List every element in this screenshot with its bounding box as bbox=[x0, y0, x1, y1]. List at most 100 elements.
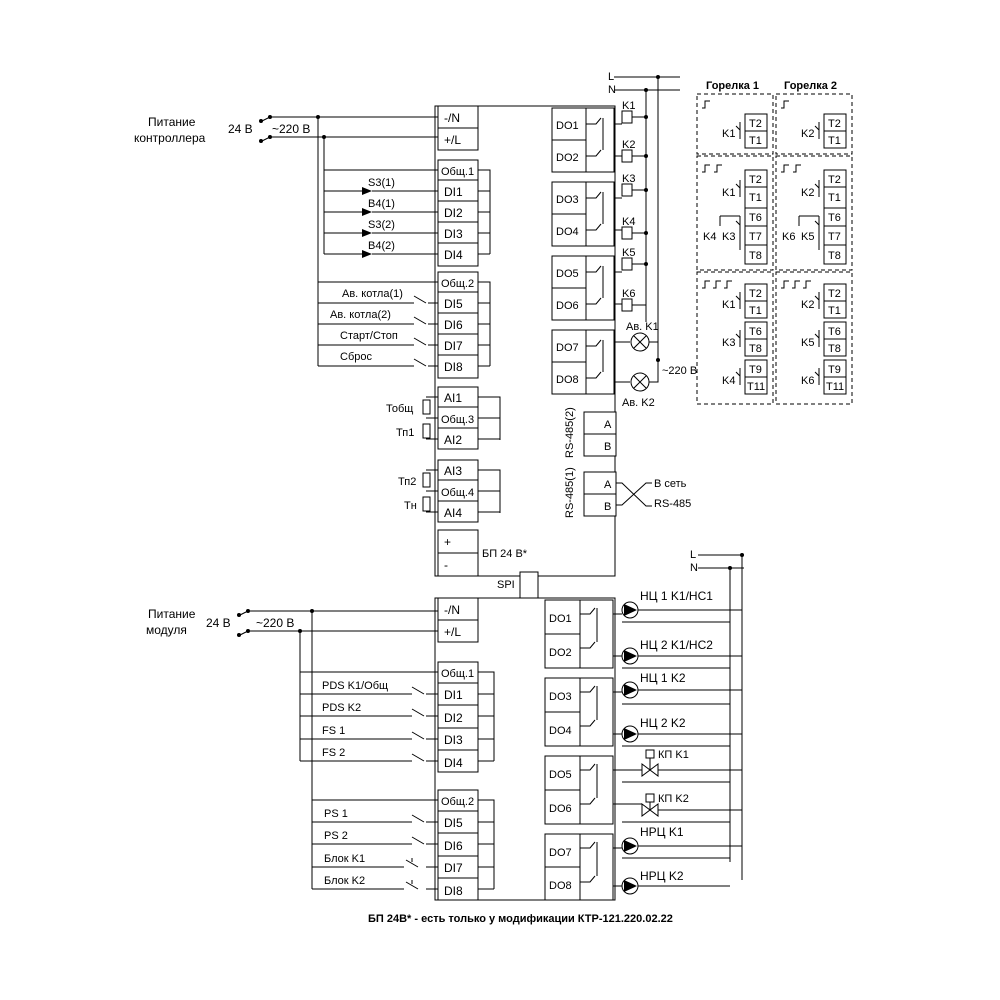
mod-di1: DI1 bbox=[444, 688, 463, 702]
pump-nrc-k2 bbox=[621, 877, 639, 895]
b2s3-t2: T2 bbox=[828, 288, 841, 300]
mod-di6: DI6 bbox=[444, 839, 463, 853]
relay-label-k5: K5 bbox=[622, 247, 635, 259]
ctrl-do3: DO3 bbox=[556, 194, 579, 206]
b2s2-t1: T1 bbox=[828, 192, 841, 204]
relay-label-k2: K2 bbox=[622, 139, 635, 151]
module-power-supply: Питание модуля 24 В ~220 В bbox=[146, 607, 438, 801]
b1s3-k4: K4 bbox=[722, 375, 735, 387]
ctrl-di-wiring: S3(1) B4(1) S3(2) B4(2) Ав. котла(1) Ав.… bbox=[317, 170, 438, 367]
ctrl-di2-common: Общ.2 bbox=[441, 278, 474, 290]
ctrl-line-n: N bbox=[608, 84, 616, 96]
ctrl-do5: DO5 bbox=[556, 268, 579, 280]
ctrl-relay-outputs: L N bbox=[608, 71, 697, 409]
burner2-stage1: T2 T1 K2 bbox=[801, 113, 847, 149]
b1s2-t8: T8 bbox=[749, 250, 762, 262]
b1s1-t2: T2 bbox=[749, 118, 762, 130]
network-label-2: RS-485 bbox=[654, 498, 691, 510]
controller-unit: -/N +/L Общ.1 DI1 DI2 DI3 DI4 Общ.2 DI5 … bbox=[434, 105, 691, 577]
relay-label-k1: K1 bbox=[622, 100, 635, 112]
b1s3-t6: T6 bbox=[749, 326, 762, 338]
mod-voltage-dc: 24 В bbox=[206, 616, 231, 630]
stage3-pulse-icon bbox=[702, 280, 811, 289]
mod-di-block-k1: Блок K1 bbox=[324, 853, 365, 865]
ctrl-ai-common3: Общ.3 bbox=[441, 414, 474, 426]
ctrl-di3: DI3 bbox=[444, 227, 463, 241]
b2s1-t1: T1 bbox=[828, 135, 841, 147]
load-label-6: КП K2 bbox=[658, 793, 689, 805]
ctrl-di5: DI5 bbox=[444, 297, 463, 311]
mod-di2-common: Общ.2 bbox=[441, 796, 474, 808]
mod-do8: DO8 bbox=[549, 880, 572, 892]
mod-di4: DI4 bbox=[444, 756, 463, 770]
ctrl-sensors: Тобщ Тп1 Тп2 Тн bbox=[386, 396, 438, 513]
b2s3-k2: K2 bbox=[801, 299, 814, 311]
module-di-wiring: PDS K1/Общ PDS K2 FS 1 FS 2 PS 1 PS 2 Бл… bbox=[299, 672, 438, 890]
mod-do-block: DO1 DO2 DO3 DO4 DO5 DO6 DO7 DO8 bbox=[544, 599, 614, 901]
mod-di1-common: Общ.1 bbox=[441, 668, 474, 680]
ctrl-psu-minus: - bbox=[444, 558, 448, 572]
mod-do5: DO5 bbox=[549, 769, 572, 781]
ctrl-do2: DO2 bbox=[556, 152, 579, 164]
b1s2-k1: K1 bbox=[722, 187, 735, 199]
ctrl-psu-plus: + bbox=[444, 535, 451, 549]
ctrl-ai2: AI2 bbox=[444, 433, 462, 447]
di-signal-b4-2: B4(2) bbox=[368, 240, 395, 252]
b2s2-t8: T8 bbox=[828, 250, 841, 262]
di-boiler-alarm-1: Ав. котла(1) bbox=[342, 288, 403, 300]
mod-power-title-2: модуля bbox=[146, 623, 187, 637]
mod-di-block-k2: Блок K2 bbox=[324, 875, 365, 887]
ctrl-do8: DO8 bbox=[556, 374, 579, 386]
b1s3-t2: T2 bbox=[749, 288, 762, 300]
burner-title-2: Горелка 2 bbox=[784, 80, 837, 92]
ctrl-di1: DI1 bbox=[444, 185, 463, 199]
relay-k6 bbox=[621, 298, 646, 312]
relay-k3 bbox=[621, 183, 646, 197]
ctrl-ai3: AI3 bbox=[444, 464, 462, 478]
relay-label-k3: K3 bbox=[622, 173, 635, 185]
di-signal-s3-1: S3(1) bbox=[368, 177, 395, 189]
mod-di8: DI8 bbox=[444, 884, 463, 898]
sensor-tp2 bbox=[422, 472, 431, 488]
ctrl-di6: DI6 bbox=[444, 318, 463, 332]
burner1-stage2: T2 T1 T6 T7 T8 K1 K4 K3 bbox=[703, 169, 768, 265]
relay-label-k4: K4 bbox=[622, 216, 635, 228]
network-label-1: В сеть bbox=[654, 478, 687, 490]
load-label-3: НЦ 1 K2 bbox=[640, 671, 686, 685]
load-label-5: КП K1 bbox=[658, 749, 689, 761]
expansion-module: -/N +/L Общ.1 DI1 DI2 DI3 DI4 Общ.2 DI5 … bbox=[434, 597, 616, 901]
b2s3-t8: T8 bbox=[828, 343, 841, 355]
mod-di-fs2: FS 2 bbox=[322, 747, 345, 759]
rs485-1-label: RS-485(1) bbox=[564, 467, 576, 518]
stage2-pulse-icon bbox=[702, 164, 801, 173]
load-label-1: НЦ 1 K1/НС1 bbox=[640, 589, 713, 603]
relay-k4 bbox=[621, 226, 646, 240]
b2s2-k2: K2 bbox=[801, 187, 814, 199]
load-label-4: НЦ 2 K2 bbox=[640, 716, 686, 730]
b1s2-t6: T6 bbox=[749, 212, 762, 224]
spi-link: SPI bbox=[497, 571, 539, 599]
lamp-supply: ~220 В bbox=[662, 365, 697, 377]
sensor-label-tn: Тн bbox=[404, 500, 417, 512]
relay-label-k6: K6 bbox=[622, 288, 635, 300]
relay-k5 bbox=[621, 257, 646, 271]
di-reset: Сброс bbox=[340, 351, 372, 363]
rs2-a: A bbox=[604, 419, 612, 431]
mod-di-ps2: PS 2 bbox=[324, 830, 348, 842]
ctrl-power-title-2: контроллера bbox=[134, 131, 206, 145]
b2s2-k5: K5 bbox=[801, 231, 814, 243]
ctrl-di2: DI2 bbox=[444, 206, 463, 220]
ctrl-ai1: AI1 bbox=[444, 391, 462, 405]
sensor-tp1 bbox=[422, 423, 431, 439]
ctrl-do1: DO1 bbox=[556, 120, 579, 132]
b1s3-t9: T9 bbox=[749, 364, 762, 376]
alarm-lamp-k2 bbox=[630, 372, 650, 392]
mod-line-n: N bbox=[690, 562, 698, 574]
ctrl-psu-label: БП 24 В* bbox=[482, 548, 528, 560]
pump-nc2-k2 bbox=[621, 725, 639, 743]
rs1-a: A bbox=[604, 479, 612, 491]
mod-voltage-ac: ~220 В bbox=[256, 616, 294, 630]
sensor-tn bbox=[422, 496, 431, 512]
mod-di-pds-k2: PDS K2 bbox=[322, 702, 361, 714]
